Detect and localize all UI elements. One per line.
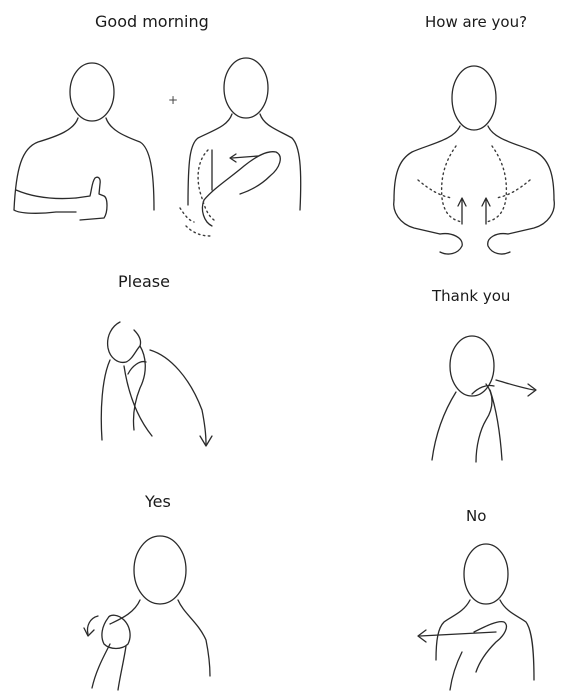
how-are-you-figure bbox=[394, 66, 555, 254]
no-figure bbox=[418, 544, 534, 690]
please-figure bbox=[101, 322, 212, 446]
yes-figure bbox=[84, 536, 210, 690]
thank-you-figure bbox=[432, 336, 536, 462]
good-morning-figure-thumb-up bbox=[14, 63, 154, 220]
plus-icon: + bbox=[168, 93, 178, 107]
good-morning-figure-hand-chest bbox=[180, 58, 301, 236]
